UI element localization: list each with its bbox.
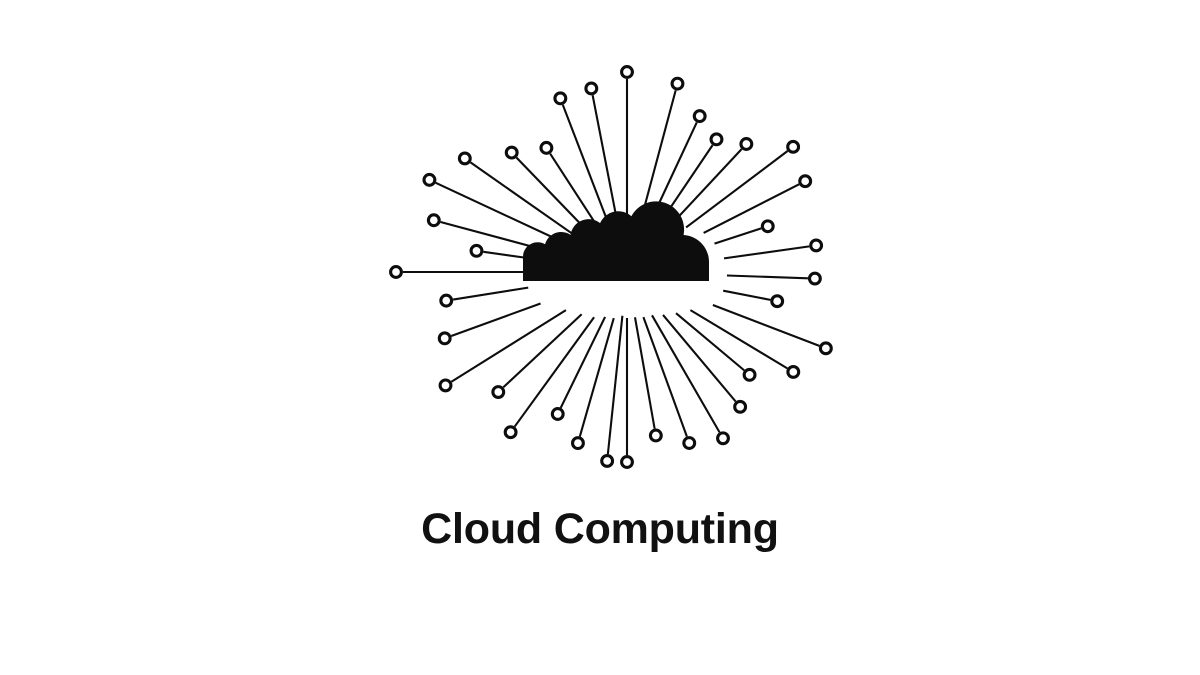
node-circle-icon xyxy=(584,81,599,96)
ray-line xyxy=(452,286,529,301)
ray-line xyxy=(689,309,788,370)
ray-line xyxy=(515,156,589,233)
node-circle-icon xyxy=(786,139,801,154)
ray-line xyxy=(440,221,541,250)
node-circle-icon xyxy=(692,109,707,124)
ray-line xyxy=(578,317,615,437)
node-circle-icon xyxy=(437,331,452,346)
ray-line xyxy=(726,274,808,280)
ray-line xyxy=(714,227,762,245)
node-circle-icon xyxy=(503,425,518,440)
ray-line xyxy=(722,289,771,301)
node-circle-icon xyxy=(600,454,615,468)
ray-line xyxy=(513,316,595,428)
node-circle-icon xyxy=(504,145,519,160)
ray-line xyxy=(712,303,820,347)
node-circle-icon xyxy=(570,436,585,451)
node-circle-icon xyxy=(739,137,754,151)
ray-line xyxy=(638,90,677,226)
node-circle-icon xyxy=(620,455,634,469)
node-circle-icon xyxy=(670,76,685,91)
node-circle-icon xyxy=(620,65,634,79)
node-circle-icon xyxy=(733,399,748,414)
node-circle-icon xyxy=(742,367,757,382)
node-circle-icon xyxy=(809,238,824,253)
node-circle-icon xyxy=(457,151,472,166)
cloud-computing-title: Cloud Computing xyxy=(421,505,779,553)
node-circle-icon xyxy=(807,271,822,286)
ray-line xyxy=(561,104,611,228)
ray-line xyxy=(642,316,688,437)
ray-line xyxy=(685,150,789,229)
node-circle-icon xyxy=(682,436,697,450)
ray-line xyxy=(669,148,743,226)
ray-line xyxy=(675,312,745,372)
node-circle-icon xyxy=(553,91,568,106)
node-circle-icon xyxy=(709,132,724,147)
node-circle-icon xyxy=(648,428,663,443)
ray-line xyxy=(559,316,607,409)
node-circle-icon xyxy=(422,172,437,187)
ray-line xyxy=(651,314,721,433)
node-circle-icon xyxy=(438,378,453,393)
ray-line xyxy=(549,153,600,229)
cloud-icon xyxy=(523,201,709,281)
node-circle-icon xyxy=(389,265,403,279)
node-circle-icon xyxy=(426,213,441,228)
ray-line xyxy=(723,245,810,260)
node-circle-icon xyxy=(786,364,801,379)
ray-line xyxy=(469,161,577,238)
node-circle-icon xyxy=(469,243,484,258)
ray-line xyxy=(662,314,737,403)
node-circle-icon xyxy=(439,293,454,308)
node-circle-icon xyxy=(770,294,785,309)
node-circle-icon xyxy=(491,385,506,399)
node-circle-icon xyxy=(818,341,833,356)
node-circle-group xyxy=(389,65,833,469)
node-circle-icon xyxy=(716,431,730,446)
ray-line xyxy=(450,302,541,337)
radial-ray-group xyxy=(402,78,820,456)
node-circle-icon xyxy=(760,219,775,234)
node-circle-icon xyxy=(550,407,565,421)
ray-line xyxy=(703,183,800,234)
ray-line xyxy=(606,315,624,455)
node-circle-icon xyxy=(798,174,813,189)
ray-line xyxy=(591,95,620,228)
ray-line xyxy=(502,313,583,389)
ray-line xyxy=(633,317,656,429)
ray-line xyxy=(450,309,567,383)
node-circle-icon xyxy=(539,140,554,155)
ray-line xyxy=(435,181,566,245)
